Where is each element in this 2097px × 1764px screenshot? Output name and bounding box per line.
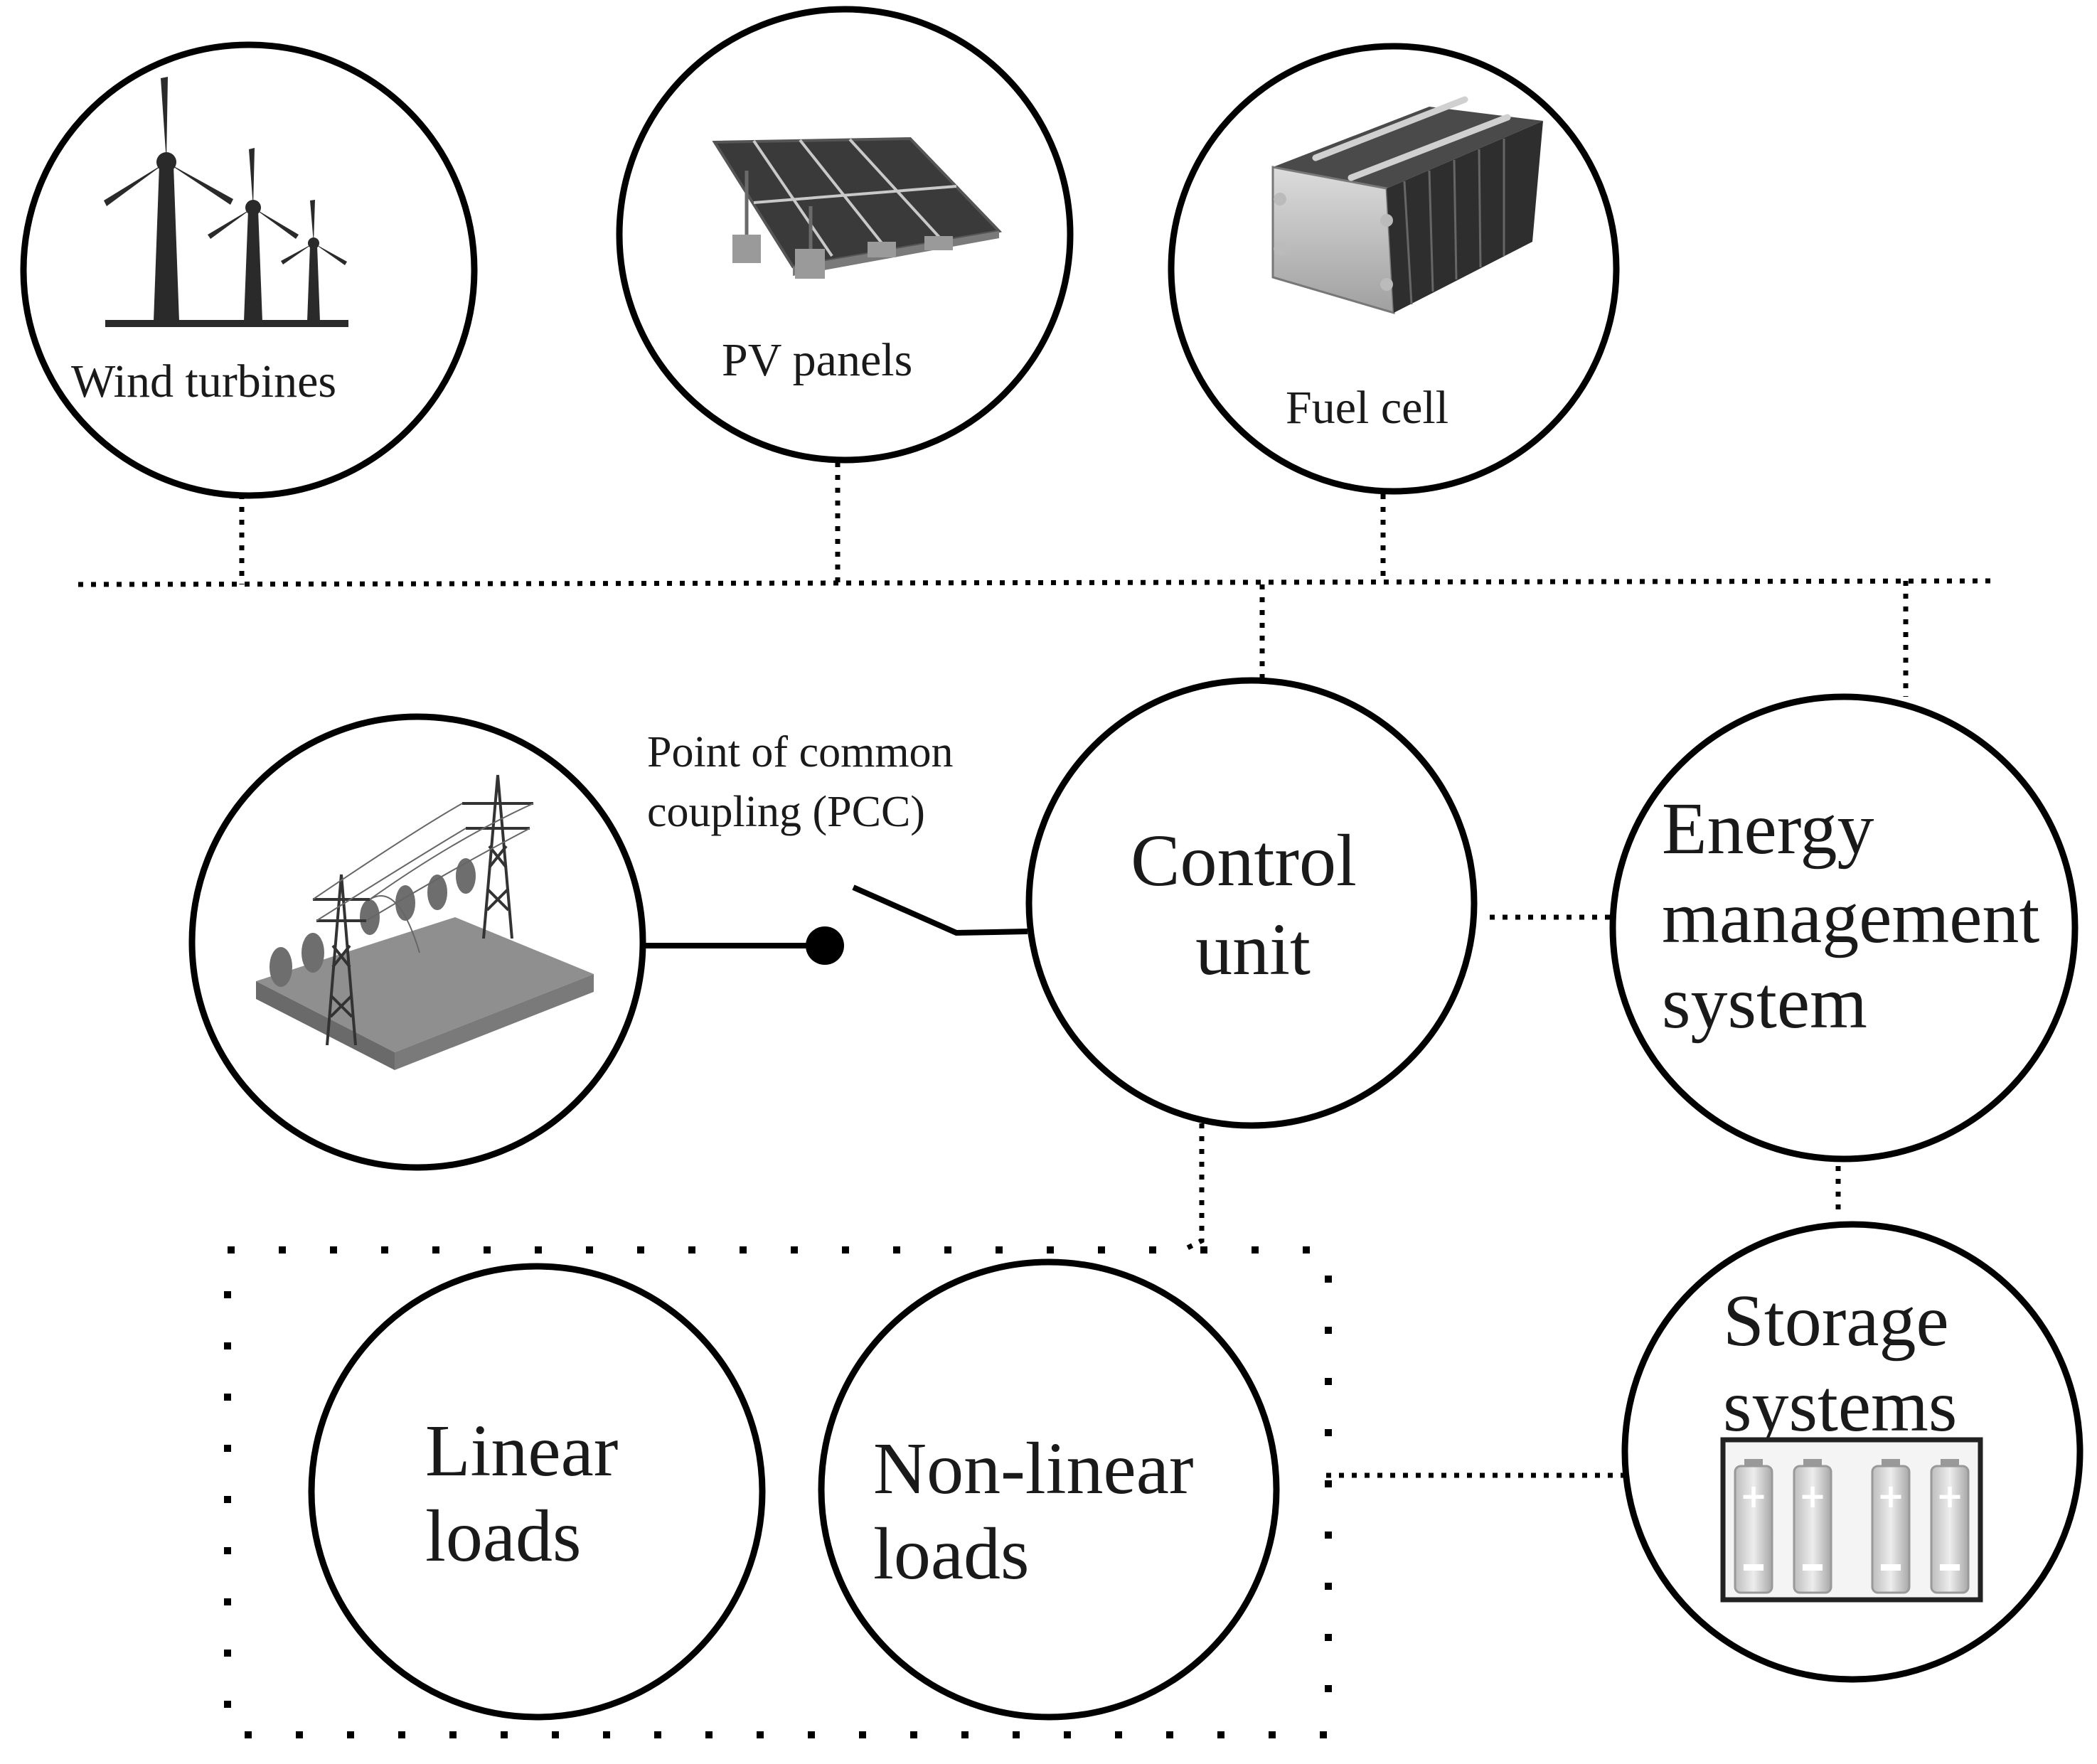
linear-loads-label-line-1: Linear bbox=[425, 1410, 618, 1492]
fuel-cell-label: Fuel cell bbox=[1286, 382, 1448, 434]
non-linear-loads-label: Non-linear loads bbox=[873, 1428, 1212, 1595]
svg-text:+: + bbox=[1877, 1477, 1905, 1515]
battery-icon-4: + bbox=[1930, 1459, 1970, 1594]
ems-label-line-3: system bbox=[1662, 962, 1867, 1044]
battery-icon-1: + bbox=[1734, 1459, 1773, 1594]
control-unit-node: Control unit bbox=[1025, 677, 1478, 1129]
svg-text:+: + bbox=[1936, 1477, 1964, 1515]
fuel-cell-node: Fuel cell bbox=[1168, 43, 1620, 495]
solar-panel-icon bbox=[712, 137, 1003, 279]
pcc-contact-dot bbox=[806, 926, 844, 965]
control-unit-label-line-1: Control bbox=[1131, 820, 1357, 902]
linear-loads-label: Linear loads bbox=[425, 1410, 636, 1577]
storage-systems-label-line-2: systems bbox=[1723, 1365, 1957, 1447]
pcc-label-line-1: Point of common bbox=[647, 728, 954, 776]
battery-icon-2: + bbox=[1793, 1459, 1832, 1594]
fuel-cell-stack-icon bbox=[1271, 96, 1543, 315]
pv-panels-label: PV panels bbox=[722, 334, 912, 386]
storage-systems-label: Storage systems bbox=[1723, 1280, 1968, 1447]
ems-circle bbox=[1609, 693, 2079, 1162]
control-to-loads bbox=[1186, 1123, 1205, 1251]
wind-turbines-label: Wind turbines bbox=[71, 356, 336, 407]
control-unit-label-line-2: unit bbox=[1195, 909, 1311, 990]
wind-turbines-node: Wind turbines bbox=[20, 41, 478, 499]
ems-label-line-1: Energy bbox=[1662, 788, 1874, 870]
pcc-label-line-2: coupling (PCC) bbox=[647, 788, 925, 836]
storage-systems-node: Storage systems + + + bbox=[1621, 1221, 2083, 1683]
battery-bank-icon: + + + + bbox=[1720, 1437, 1983, 1603]
dc-bus-line bbox=[78, 578, 1999, 587]
svg-text:+: + bbox=[1799, 1477, 1827, 1515]
power-grid-tower-icon bbox=[256, 774, 594, 1070]
non-linear-loads-label-line-2: loads bbox=[873, 1513, 1030, 1595]
svg-text:+: + bbox=[1740, 1477, 1768, 1515]
non-linear-loads-label-line-1: Non-linear bbox=[873, 1428, 1193, 1509]
non-linear-loads-circle bbox=[818, 1258, 1280, 1721]
wind-turbine-icon bbox=[104, 77, 348, 327]
storage-systems-label-line-1: Storage bbox=[1723, 1280, 1949, 1362]
battery-icon-3: + bbox=[1871, 1459, 1911, 1594]
ground-line bbox=[105, 320, 348, 327]
pv-panels-node: PV panels bbox=[616, 6, 1074, 464]
control-unit-label: Control unit bbox=[1131, 820, 1375, 990]
ems-node: Energy management system bbox=[1609, 693, 2079, 1162]
linear-loads-label-line-2: loads bbox=[425, 1495, 582, 1577]
pcc-switch: Point of common coupling (PCC) bbox=[640, 728, 1028, 965]
control-unit-circle bbox=[1025, 677, 1478, 1129]
ems-label: Energy management system bbox=[1662, 788, 2058, 1044]
non-linear-loads-node: Non-linear loads bbox=[818, 1258, 1280, 1721]
ems-label-line-2: management bbox=[1662, 877, 2039, 958]
pcc-label: Point of common coupling (PCC) bbox=[647, 728, 964, 836]
switch-blade bbox=[852, 884, 1028, 936]
connectors bbox=[78, 462, 1999, 1738]
linear-loads-circle bbox=[308, 1263, 766, 1721]
utility-grid-node bbox=[188, 713, 646, 1171]
linear-loads-node: Linear loads bbox=[308, 1263, 766, 1721]
